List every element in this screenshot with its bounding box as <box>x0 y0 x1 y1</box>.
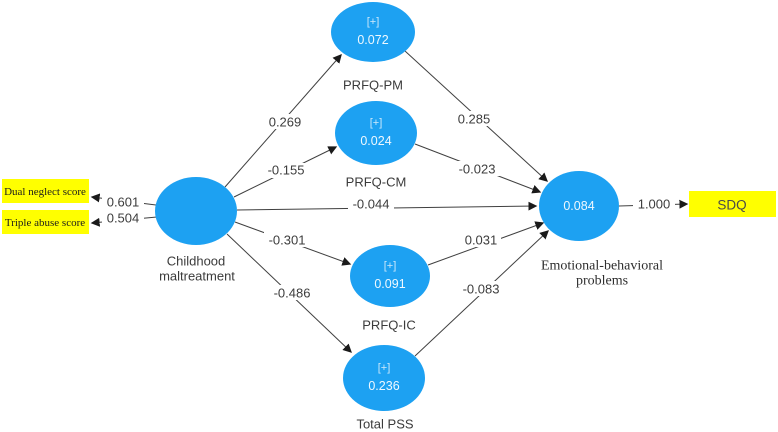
label-bg <box>454 111 494 126</box>
label-bg <box>102 195 144 209</box>
coef-prfq-cm-to-emotional: -0.023 <box>459 162 496 177</box>
node-prfq-ic <box>350 245 430 307</box>
label-bg <box>454 161 500 176</box>
coef-prfq-pm-to-emotional: 0.285 <box>458 112 491 127</box>
node-emotional-label-line2: problems <box>576 274 628 289</box>
coef-cm-to-prfq-ic: -0.301 <box>269 233 306 248</box>
path-coefficient-labels: 0.269 -0.155 -0.044 -0.301 -0.486 0.285 … <box>102 111 675 301</box>
node-childhood-label-line2: maltreatment <box>159 269 235 284</box>
node-prfq-pm <box>331 2 415 62</box>
label-bg <box>458 281 504 296</box>
indicator-sdq <box>689 191 776 217</box>
coef-total-pss-to-emotional: -0.083 <box>463 282 500 297</box>
label-bg <box>269 285 315 300</box>
indicator-dual-neglect-label: Dual neglect score <box>4 186 86 198</box>
label-bg <box>265 114 305 129</box>
node-prfq-pm-sign: [+] <box>367 16 380 28</box>
node-total-pss-label: Total PSS <box>356 417 413 432</box>
node-prfq-pm-label: PRFQ-PM <box>343 78 403 93</box>
node-prfq-cm-label: PRFQ-CM <box>346 175 407 190</box>
node-prfq-ic-r2: 0.091 <box>374 277 405 291</box>
label-bg <box>348 196 394 211</box>
label-bg <box>102 211 144 225</box>
node-emotional-r2: 0.084 <box>563 199 594 213</box>
coef-prfq-ic-to-emotional: 0.031 <box>465 233 498 248</box>
node-prfq-ic-sign: [+] <box>384 260 397 272</box>
loading-triple-abuse: 0.504 <box>107 211 140 226</box>
node-prfq-pm-r2: 0.072 <box>357 33 388 47</box>
indicator-triple-abuse-label: Triple abuse score <box>5 217 85 229</box>
latent-nodes: [+] 0.072 PRFQ-PM [+] 0.024 PRFQ-CM [+] … <box>155 2 663 432</box>
node-prfq-cm <box>335 101 417 165</box>
label-bg <box>461 232 501 247</box>
indicator-triple-abuse <box>2 210 89 234</box>
indicator-dual-neglect <box>2 179 89 203</box>
node-childhood-maltreatment <box>155 177 237 245</box>
node-total-pss-sign: [+] <box>378 362 391 374</box>
node-prfq-cm-r2: 0.024 <box>360 134 391 148</box>
coef-cm-to-prfq-cm: -0.155 <box>268 163 305 178</box>
node-emotional-label-line1: Emotional-behavioral <box>541 259 663 274</box>
label-bg <box>264 232 310 247</box>
node-total-pss-r2: 0.236 <box>368 379 399 393</box>
loading-dual-neglect: 0.601 <box>107 195 140 210</box>
node-childhood-label-line1: Childhood <box>167 254 226 269</box>
label-bg <box>633 196 675 211</box>
coef-cm-to-emotional: -0.044 <box>353 197 390 212</box>
indicator-boxes: Dual neglect score Triple abuse score SD… <box>2 179 776 234</box>
node-prfq-cm-sign: [+] <box>370 117 383 129</box>
node-emotional-behavioral <box>539 171 619 241</box>
loading-sdq: 1.000 <box>638 197 671 212</box>
coef-cm-to-total-pss: -0.486 <box>274 286 311 301</box>
indicator-sdq-label: SDQ <box>717 198 746 213</box>
node-total-pss <box>343 345 425 411</box>
node-prfq-ic-label: PRFQ-IC <box>362 318 415 333</box>
label-bg <box>263 163 309 178</box>
coef-cm-to-prfq-pm: 0.269 <box>269 115 302 130</box>
